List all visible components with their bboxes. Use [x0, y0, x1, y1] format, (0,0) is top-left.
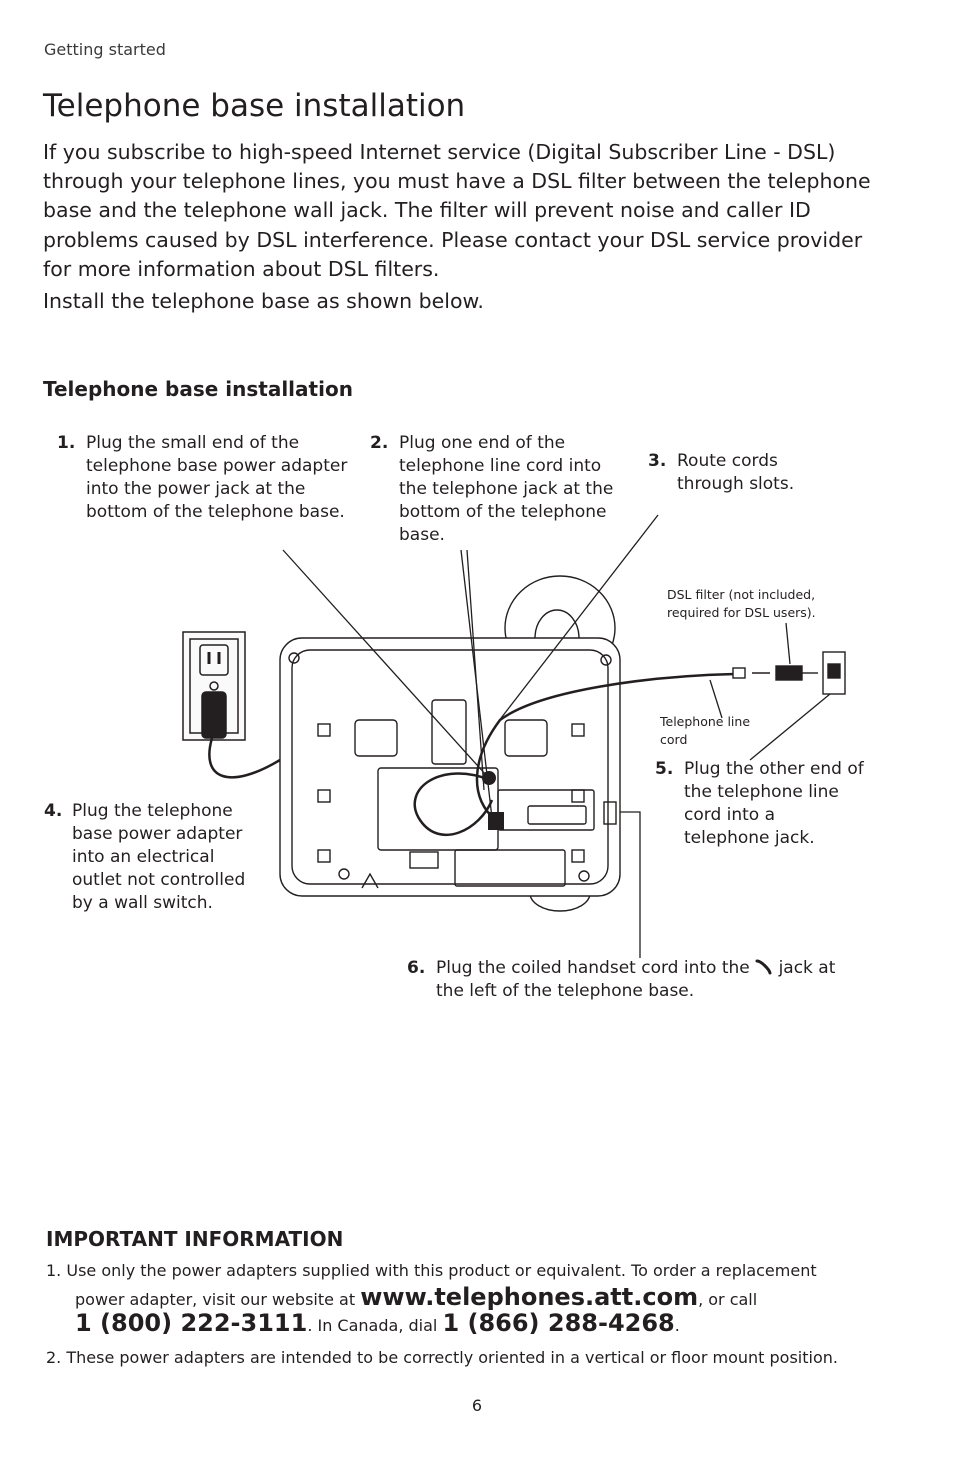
diagram-title: Telephone base installation — [43, 377, 353, 401]
step-3-number: 3. — [648, 451, 667, 471]
intro-paragraph: If you subscribe to high-speed Internet … — [43, 140, 871, 281]
handset-icon — [755, 959, 772, 975]
important-item-1-text-a: Use only the power adapters supplied wit… — [66, 1261, 817, 1280]
important-item-2-text: These power adapters are intended to be … — [66, 1348, 838, 1367]
phone-us: 1 (800) 222-3111 — [75, 1309, 308, 1337]
phone-canada: 1 (866) 288-4268 — [442, 1309, 675, 1337]
line-cord-label: Telephone line cord — [660, 714, 751, 747]
step-1-number: 1. — [57, 433, 76, 453]
important-title: IMPORTANT INFORMATION — [46, 1227, 344, 1251]
telephone-base — [279, 575, 621, 912]
important-item-1-text-d: . In Canada, dial — [307, 1316, 438, 1335]
electrical-outlet — [182, 631, 246, 741]
page-number: 6 — [471, 1396, 483, 1415]
important-item-1-line-3: 1 (800) 222-3111. In Canada, dial 1 (866… — [75, 1309, 680, 1337]
step-6-text-end: jack at the left of the telephone base. — [436, 958, 836, 1001]
important-item-1-line-1: 1. Use only the power adapters supplied … — [46, 1261, 817, 1280]
step-2-text: Plug one end of the telephone line cord … — [399, 433, 614, 545]
section-label: Getting started — [44, 40, 166, 59]
important-item-1-text-e: . — [674, 1316, 680, 1335]
adapter-cord-loop — [413, 772, 494, 837]
website-link[interactable]: www.telephones.att.com — [360, 1283, 699, 1311]
step-5: 5. Plug the other end of the telephone l… — [655, 758, 865, 850]
important-item-1-text-b: power adapter, visit our website at — [75, 1290, 356, 1309]
step-1-text: Plug the small end of the telephone base… — [86, 433, 348, 522]
important-item-1-number: 1. — [46, 1261, 62, 1280]
dsl-filter — [732, 651, 846, 695]
page-title: Telephone base installation — [43, 88, 466, 124]
step-2-number: 2. — [370, 433, 389, 453]
step-4-text: Plug the telephone base power adapter in… — [72, 801, 246, 913]
important-item-2-number: 2. — [46, 1348, 62, 1367]
intro-instruction: Install the telephone base as shown belo… — [43, 289, 484, 313]
step-4: 4. Plug the telephone base power adapter… — [44, 800, 264, 915]
step-6-text-start: Plug the coiled handset cord into the — [436, 958, 750, 978]
telephone-line-cord — [475, 672, 736, 821]
step-6: 6. Plug the coiled handset cord into the… — [407, 957, 867, 1003]
dsl-filter-label: DSL filter (not included, required for D… — [667, 587, 816, 620]
step-5-number: 5. — [655, 759, 674, 779]
important-item-2: 2. These power adapters are intended to … — [46, 1348, 838, 1367]
important-item-1-line-2: power adapter, visit our website at www.… — [75, 1283, 757, 1311]
step-3: 3. Route cords through slots. — [648, 450, 818, 496]
step-3-text: Route cords through slots. — [677, 451, 795, 494]
important-item-1-text-c: , or call — [698, 1290, 758, 1309]
step-2: 2. Plug one end of the telephone line co… — [370, 432, 628, 547]
step-4-number: 4. — [44, 801, 63, 821]
step-6-number: 6. — [407, 958, 426, 978]
step-5-text: Plug the other end of the telephone line… — [684, 759, 864, 848]
step-1: 1. Plug the small end of the telephone b… — [57, 432, 357, 524]
